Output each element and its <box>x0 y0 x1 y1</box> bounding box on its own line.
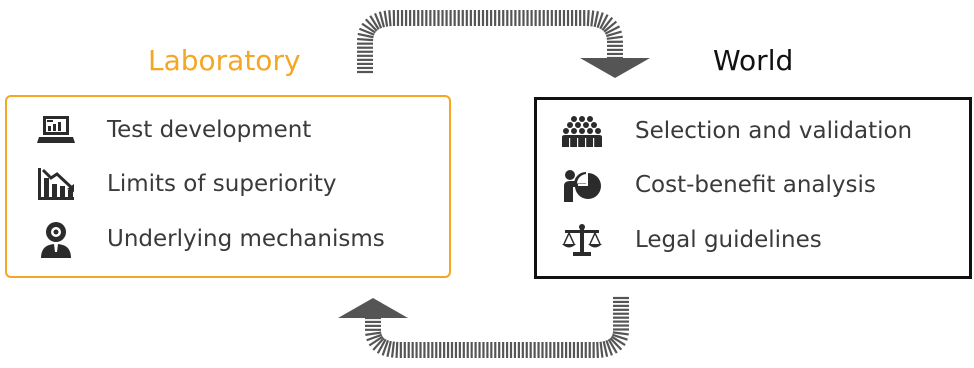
arrow-hatch-line <box>612 333 628 341</box>
arrow-hatch-line <box>364 18 378 32</box>
arrow-hatch-line <box>603 20 618 33</box>
laboratory-item-label: Underlying mechanisms <box>107 226 385 252</box>
arrow-hatch-line <box>378 11 386 28</box>
arrow-hatch-line <box>609 337 623 351</box>
arrow-hatch-line <box>590 10 595 27</box>
bottom-arrow-hatch <box>364 296 629 359</box>
arrow-hatch-line <box>369 15 380 30</box>
world-item: Cost-benefit analysis <box>537 165 969 205</box>
arrow-hatch-line <box>383 10 389 27</box>
arrow-hatch-line <box>601 16 614 31</box>
laptop-chart-icon <box>33 110 79 150</box>
laboratory-box: Test development Limits of superiority <box>5 95 451 278</box>
bottom-arrowhead-icon <box>338 298 408 318</box>
arrow-hatch-line <box>596 12 604 29</box>
top-arrowhead-icon <box>580 58 650 78</box>
arrow-hatch-line <box>605 30 622 38</box>
top-arrow-hatch <box>357 9 624 74</box>
laboratory-title: Laboratory <box>148 44 301 77</box>
person-gear-icon <box>33 219 79 259</box>
arrow-hatch-line <box>376 338 387 354</box>
presenter-pie-icon <box>559 165 605 205</box>
arrow-hatch-line <box>606 35 623 40</box>
world-item-label: Selection and validation <box>635 118 913 144</box>
arrow-hatch-line <box>386 340 392 358</box>
arrow-hatch-line <box>586 10 590 27</box>
declining-chart-icon <box>33 164 79 204</box>
world-item-label: Cost-benefit analysis <box>635 172 876 198</box>
world-box: Selection and validation Cost-benefit an… <box>534 97 972 279</box>
arrow-hatch-line <box>357 37 374 42</box>
arrow-hatch-line <box>605 340 613 356</box>
arrow-hatch-line <box>361 22 376 34</box>
arrow-hatch-line <box>599 14 609 30</box>
laboratory-item-label: Limits of superiority <box>107 171 337 197</box>
arrow-hatch-line <box>368 335 384 347</box>
arrow-hatch-line <box>599 341 604 358</box>
arrow-hatch-line <box>612 331 629 336</box>
laboratory-item: Test development <box>7 110 449 150</box>
arrow-hatch-line <box>607 338 618 354</box>
arrow-hatch-line <box>357 32 374 39</box>
arrow-hatch-line <box>604 25 621 35</box>
scales-icon <box>559 220 605 260</box>
world-item-label: Legal guidelines <box>635 227 822 253</box>
world-item: Legal guidelines <box>537 220 969 260</box>
arrow-hatch-line <box>374 12 383 29</box>
arrow-hatch-line <box>388 10 392 27</box>
arrow-hatch-line <box>596 341 599 358</box>
arrow-hatch-line <box>358 27 375 36</box>
arrow-hatch-line <box>372 337 385 351</box>
world-title: World <box>713 44 794 77</box>
laboratory-item: Underlying mechanisms <box>7 219 449 259</box>
arrow-hatch-line <box>610 335 626 346</box>
arrow-hatch-line <box>365 331 382 336</box>
arrow-hatch-line <box>390 341 396 358</box>
arrow-hatch-line <box>602 340 609 358</box>
crowd-icon <box>559 111 605 151</box>
laboratory-item: Limits of superiority <box>7 164 449 204</box>
laboratory-item-label: Test development <box>107 117 312 143</box>
arrow-hatch-line <box>381 339 390 356</box>
arrow-hatch-line <box>593 11 600 28</box>
arrow-hatch-line <box>366 333 383 342</box>
arrow-hatch-line <box>395 341 399 358</box>
world-item: Selection and validation <box>537 111 969 151</box>
